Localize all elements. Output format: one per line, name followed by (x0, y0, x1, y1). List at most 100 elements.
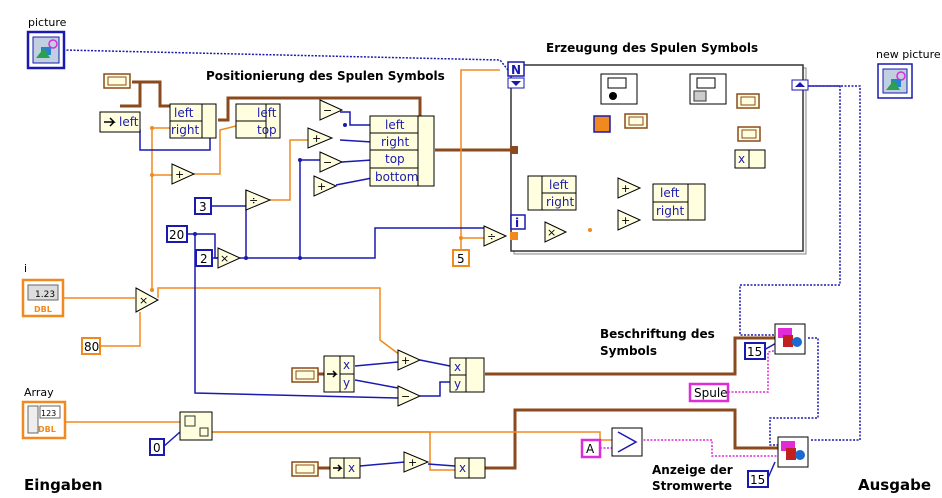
wire-left-up (151, 127, 170, 290)
unbundle-xy-node[interactable]: x y (323, 355, 355, 393)
multiply-node-1[interactable]: × (135, 287, 160, 313)
unbundle-left-field: left (119, 115, 139, 129)
bundle-xy-field-x: x (454, 360, 461, 374)
add-node-2[interactable]: + (307, 127, 334, 149)
add-node-1-symbol: + (175, 168, 184, 181)
unbundle-x-field-x: x (348, 461, 355, 475)
wire-pos-4 (339, 139, 373, 143)
add-node-4[interactable]: + (617, 177, 642, 199)
unbundle-loop-node[interactable]: left right (527, 175, 577, 211)
bundle-xy-node[interactable]: x y (449, 357, 485, 393)
bundle-loop-field-left: left (660, 186, 680, 200)
label-i: i (24, 262, 27, 275)
wire-xy-out-1 (419, 359, 451, 367)
string-constant-a[interactable]: A (580, 438, 602, 459)
bundle-left-right-field-left: left (174, 106, 194, 120)
wire-five (460, 69, 500, 250)
new-picture-terminal[interactable] (877, 63, 913, 99)
add-node-6[interactable]: + (397, 349, 422, 371)
point-cluster-constant-2[interactable] (291, 461, 319, 477)
bundle-left-right-field-right: right (171, 123, 199, 137)
wire-cluster-xy-out (485, 336, 775, 376)
wire-xy-2-b (427, 463, 456, 467)
bundle-x-node[interactable]: x (454, 457, 486, 479)
divide-node-2[interactable]: ÷ (483, 225, 508, 247)
bundle-left-top-node[interactable]: left top (235, 103, 281, 139)
add-node-3-symbol: + (317, 180, 326, 193)
divide-node-1[interactable]: ÷ (245, 189, 272, 211)
divide-node-1-symbol: ÷ (249, 194, 258, 207)
label-ausgabe: Ausgabe (858, 476, 931, 494)
index-array-vi[interactable] (179, 411, 213, 441)
wire-mult-out (157, 287, 401, 356)
i-terminal[interactable]: 1.23 DBL (21, 278, 65, 318)
array-terminal[interactable]: 123 DBL (21, 400, 67, 440)
constant-15-b[interactable]: 15 (747, 470, 769, 488)
wire-pos-3 (340, 111, 372, 126)
label-eingaben: Eingaben (24, 476, 103, 494)
constant-15-a[interactable]: 15 (744, 342, 766, 360)
constant-5-value: 5 (457, 252, 465, 266)
wire-picture-chain (739, 85, 841, 336)
constant-20[interactable]: 20 (166, 225, 188, 243)
add-node-7[interactable]: + (403, 451, 430, 473)
unbundle-left-node[interactable]: left (99, 111, 141, 133)
label-positionierung: Positionierung des Spulen Symbols (206, 69, 445, 83)
wire-pos-2 (270, 139, 308, 201)
add-node-2-symbol: + (312, 132, 321, 145)
draw-text-vi-1[interactable] (774, 323, 806, 355)
constant-0[interactable]: 0 (149, 438, 165, 456)
constant-2[interactable]: 2 (195, 249, 213, 267)
unbundle-x-node[interactable]: x (329, 457, 361, 479)
multiply-node-1-symbol: × (139, 294, 148, 307)
label-beschriftung-1: Beschriftung des (600, 327, 715, 341)
add-node-1[interactable]: + (171, 163, 196, 185)
loop-tunnel-cluster (510, 146, 518, 154)
constant-5[interactable]: 5 (452, 249, 470, 267)
format-string-vi[interactable] (611, 427, 643, 457)
bundle-rect-field-bottom: bottom (375, 170, 418, 184)
loop-index-label: i (515, 216, 519, 230)
wire-mul-to-adds (299, 159, 320, 258)
orange-square-constant[interactable] (593, 115, 611, 133)
subtract-node-2[interactable]: − (319, 151, 344, 173)
wire-20 (188, 233, 399, 399)
wire-picture-chain-2 (769, 337, 819, 446)
multiply-node-2[interactable]: × (217, 247, 242, 269)
rect-cluster-constant-loop-2[interactable] (736, 93, 760, 109)
wire-junctions-orange (150, 126, 592, 292)
point-cluster-constant-1[interactable] (291, 367, 319, 383)
label-anzeige-1: Anzeige der (652, 463, 733, 477)
constant-3-value: 3 (199, 200, 207, 214)
draw-text-vi-2[interactable] (777, 436, 809, 468)
bundle-loop-node[interactable]: left right (652, 183, 706, 221)
divide-node-2-symbol: ÷ (487, 230, 496, 243)
subtract-node-3[interactable]: − (397, 385, 422, 407)
constant-3[interactable]: 3 (194, 197, 212, 215)
bundle-x-loop-field-x: x (738, 152, 745, 166)
rect-cluster-constant-1[interactable] (103, 73, 131, 89)
draw-grid-vi[interactable] (689, 73, 727, 105)
picture-terminal[interactable] (26, 30, 66, 70)
draw-circle-vi[interactable] (600, 73, 638, 105)
label-beschriftung-2: Symbols (600, 344, 657, 358)
bundle-rect-field-left: left (385, 118, 405, 132)
constant-2-value: 2 (200, 252, 208, 266)
add-node-6-symbol: + (401, 354, 410, 367)
wire-junctions (193, 123, 347, 260)
add-node-5[interactable]: + (617, 209, 642, 231)
bundle-left-right-node[interactable]: left right (169, 103, 217, 139)
subtract-node-1[interactable]: − (319, 99, 344, 121)
multiply-node-3[interactable]: × (544, 221, 568, 243)
add-node-3[interactable]: + (313, 175, 338, 197)
string-constant-spule[interactable]: Spule (688, 382, 730, 403)
rect-cluster-constant-loop-1[interactable] (624, 113, 648, 129)
bundle-rect-node[interactable]: left right top bottom (369, 115, 435, 187)
wire-80 (100, 312, 141, 347)
bundle-x-loop-node[interactable]: x (734, 149, 766, 169)
constant-80[interactable]: 80 (81, 337, 101, 355)
rect-cluster-constant-loop-3[interactable] (737, 126, 761, 142)
multiply-node-2-symbol: × (220, 252, 229, 265)
unbundle-loop-field-left: left (549, 178, 569, 192)
string-constant-a-value: A (586, 442, 595, 456)
